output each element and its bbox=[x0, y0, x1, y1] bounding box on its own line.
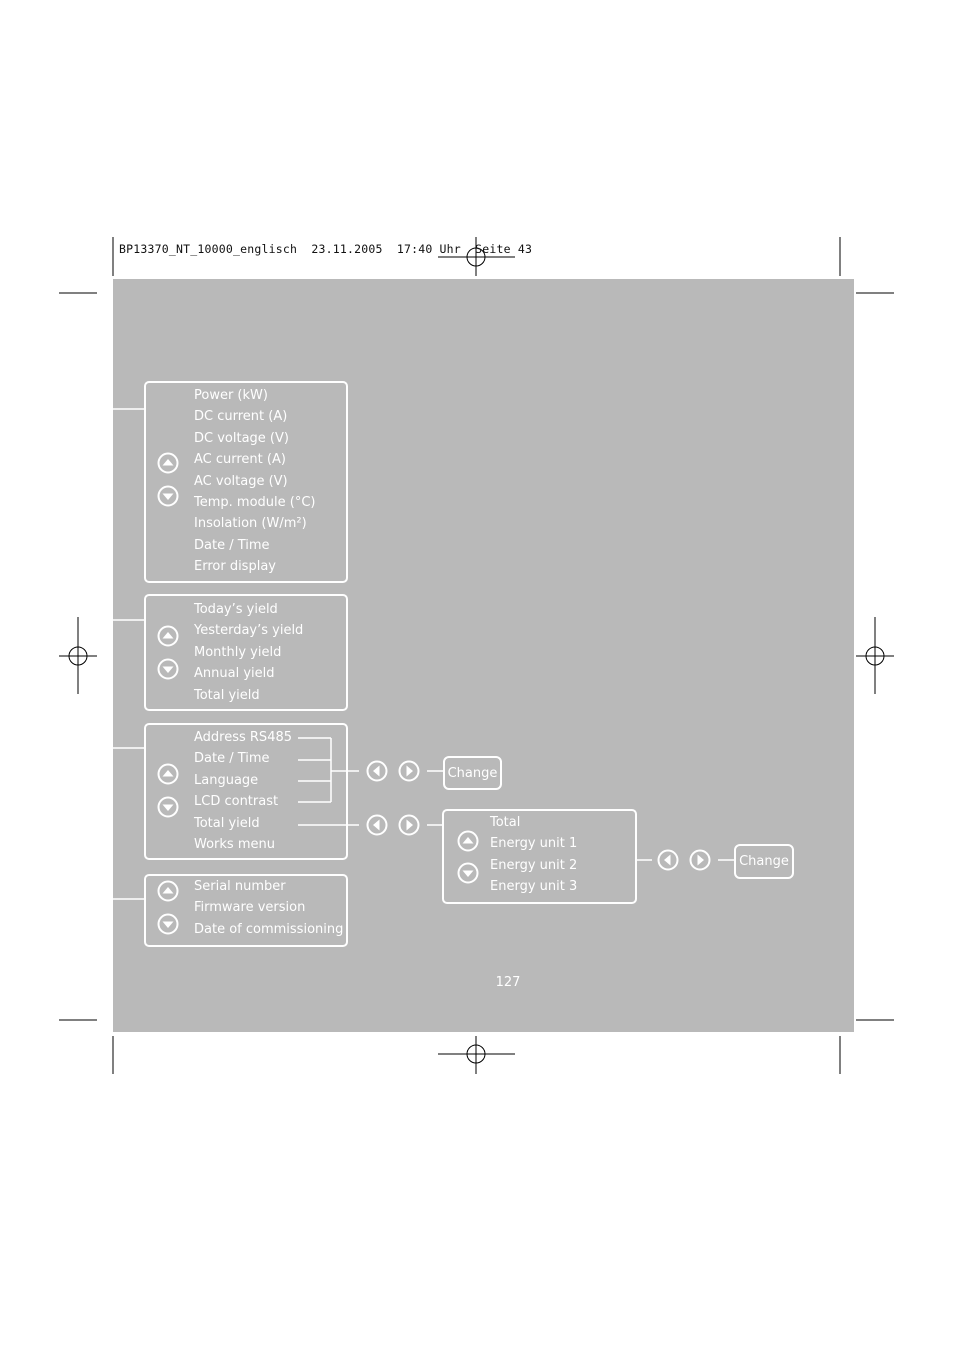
arrow-down-icon bbox=[157, 796, 179, 818]
info-menu bbox=[144, 874, 348, 947]
print-slug-line: BP13370_NT_10000_englisch 23.11.2005 17:… bbox=[119, 242, 533, 256]
menu-item: Date / Time bbox=[194, 751, 270, 767]
arrow-up-icon bbox=[157, 452, 179, 474]
menu-item: Language bbox=[194, 772, 259, 788]
menu-item: Total yield bbox=[194, 815, 260, 831]
yield-menu bbox=[144, 594, 348, 711]
menu-item: DC current (A) bbox=[194, 409, 288, 425]
arrow-up-icon bbox=[457, 830, 479, 852]
settings-list: Address RS485 Date / Time Language LCD c… bbox=[194, 727, 292, 855]
menu-item: Works menu bbox=[194, 837, 275, 853]
menu-item: Total yield bbox=[194, 687, 260, 703]
menu-item: Yesterday’s yield bbox=[194, 623, 304, 639]
arrow-up-icon bbox=[157, 763, 179, 785]
menu-item: Power (kW) bbox=[194, 388, 268, 403]
arrow-left-icon bbox=[366, 814, 388, 836]
settings-menu bbox=[144, 723, 348, 860]
page-number: 127 bbox=[495, 975, 521, 990]
arrow-right-icon bbox=[398, 760, 420, 782]
arrow-down-icon bbox=[157, 485, 179, 507]
change-button: Change bbox=[734, 844, 794, 879]
arrow-up-icon bbox=[157, 625, 179, 647]
menu-item: Energy unit 3 bbox=[490, 879, 578, 895]
menu-item: AC current (A) bbox=[194, 452, 286, 468]
menu-item: Energy unit 1 bbox=[490, 836, 578, 852]
arrow-down-icon bbox=[157, 913, 179, 935]
menu-item: Error display bbox=[194, 559, 276, 575]
menu-item: Firmware version bbox=[194, 900, 306, 916]
arrow-down-icon bbox=[457, 862, 479, 884]
menu-item: Temp. module (°C) bbox=[194, 495, 316, 511]
menu-item: LCD contrast bbox=[194, 794, 279, 810]
menu-item: DC voltage (V) bbox=[194, 430, 289, 446]
arrow-right-icon bbox=[398, 814, 420, 836]
change-button: Change bbox=[443, 756, 502, 790]
total-yield-list: Total Energy unit 1 Energy unit 2 Energy… bbox=[490, 812, 577, 898]
menu-item: Today’s yield bbox=[194, 602, 278, 617]
display-values-list: Power (kW) DC current (A) DC voltage (V)… bbox=[194, 385, 315, 578]
diagram-panel bbox=[113, 279, 854, 1032]
menu-item: Serial number bbox=[194, 879, 286, 894]
total-yield-menu bbox=[442, 809, 637, 904]
yield-list: Today’s yield Yesterday’s yield Monthly … bbox=[194, 599, 303, 706]
display-values-menu bbox=[144, 381, 348, 583]
arrow-left-icon bbox=[366, 760, 388, 782]
menu-item: Annual yield bbox=[194, 666, 275, 682]
menu-item: Date / Time bbox=[194, 537, 270, 553]
menu-item: Date of commissioning bbox=[194, 921, 344, 937]
arrow-right-icon bbox=[689, 849, 711, 871]
info-list: Serial number Firmware version Date of c… bbox=[194, 876, 343, 940]
menu-item: Address RS485 bbox=[194, 730, 293, 745]
menu-item: Monthly yield bbox=[194, 644, 282, 660]
menu-item: Total bbox=[490, 815, 521, 830]
menu-item: Insolation (W/m²) bbox=[194, 516, 307, 532]
menu-item: Energy unit 2 bbox=[490, 857, 578, 873]
arrow-up-icon bbox=[157, 880, 179, 902]
arrow-down-icon bbox=[157, 658, 179, 680]
menu-item: AC voltage (V) bbox=[194, 473, 288, 489]
arrow-left-icon bbox=[657, 849, 679, 871]
